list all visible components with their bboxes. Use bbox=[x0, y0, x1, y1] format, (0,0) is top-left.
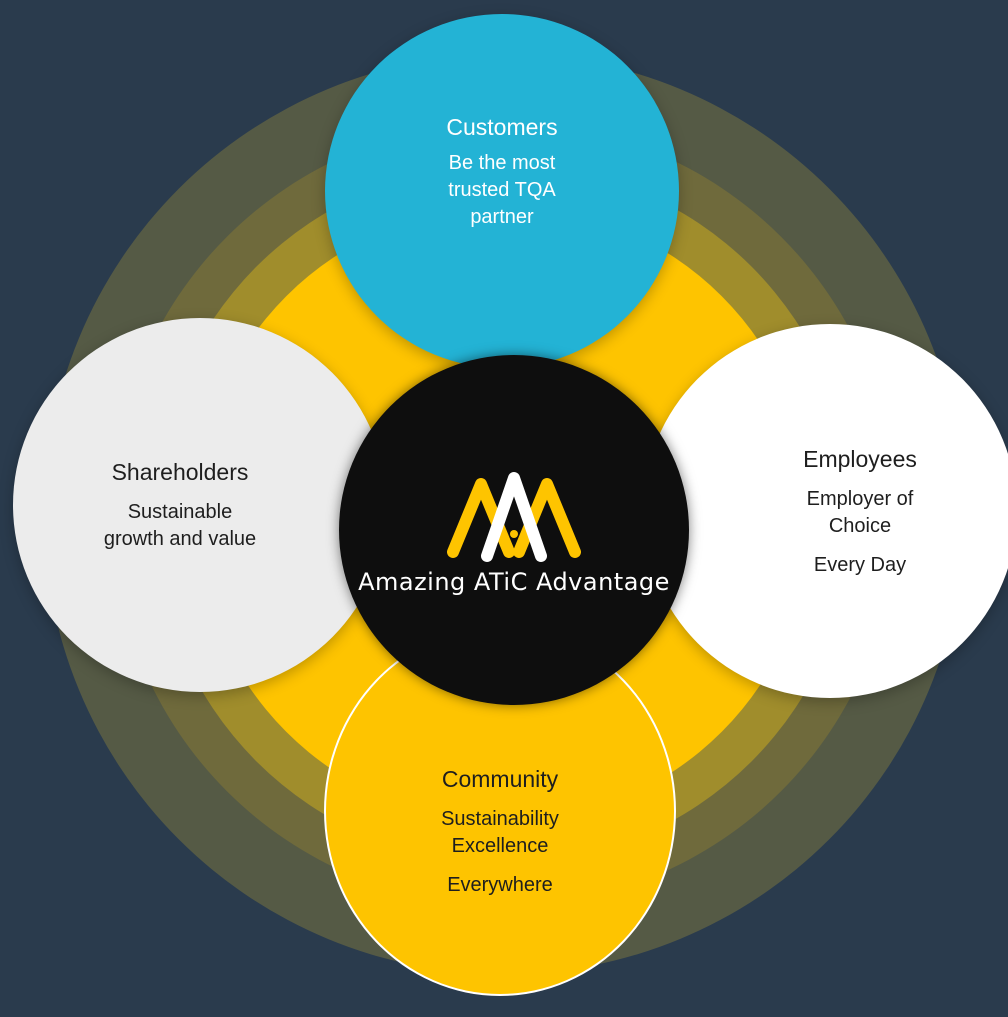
customers-line-3: partner bbox=[470, 205, 534, 228]
shareholders-circle: Shareholders Sustainable growth and valu… bbox=[13, 318, 387, 692]
customers-title: Customers bbox=[446, 113, 558, 140]
employees-line-1: Employer of bbox=[806, 487, 914, 510]
customers-line-1: Be the most bbox=[448, 151, 556, 174]
shareholders-line-1: Sustainable bbox=[127, 501, 233, 523]
customers-line-2: trusted TQA bbox=[448, 178, 556, 201]
shareholders-line-2: growth and value bbox=[103, 528, 257, 550]
community-line-3: Everywhere bbox=[447, 873, 553, 896]
customers-circle: Customers Be the most trusted TQA partne… bbox=[325, 14, 679, 368]
triple-a-logo-icon bbox=[447, 472, 581, 562]
community-title: Community bbox=[441, 765, 559, 792]
community-line-2: Excellence bbox=[451, 834, 549, 857]
employees-line-2: Choice bbox=[828, 514, 892, 537]
employees-line-3: Every Day bbox=[813, 553, 907, 576]
community-line-1: Sustainability bbox=[441, 807, 559, 830]
employees-circle: Employees Employer of Choice Every Day bbox=[643, 324, 1008, 698]
center-logo-circle: Amazing ATiC Advantage bbox=[339, 355, 689, 705]
center-tagline: Amazing ATiC Advantage bbox=[358, 568, 670, 596]
shareholders-title: Shareholders bbox=[111, 459, 249, 485]
employees-title: Employees bbox=[803, 445, 917, 472]
